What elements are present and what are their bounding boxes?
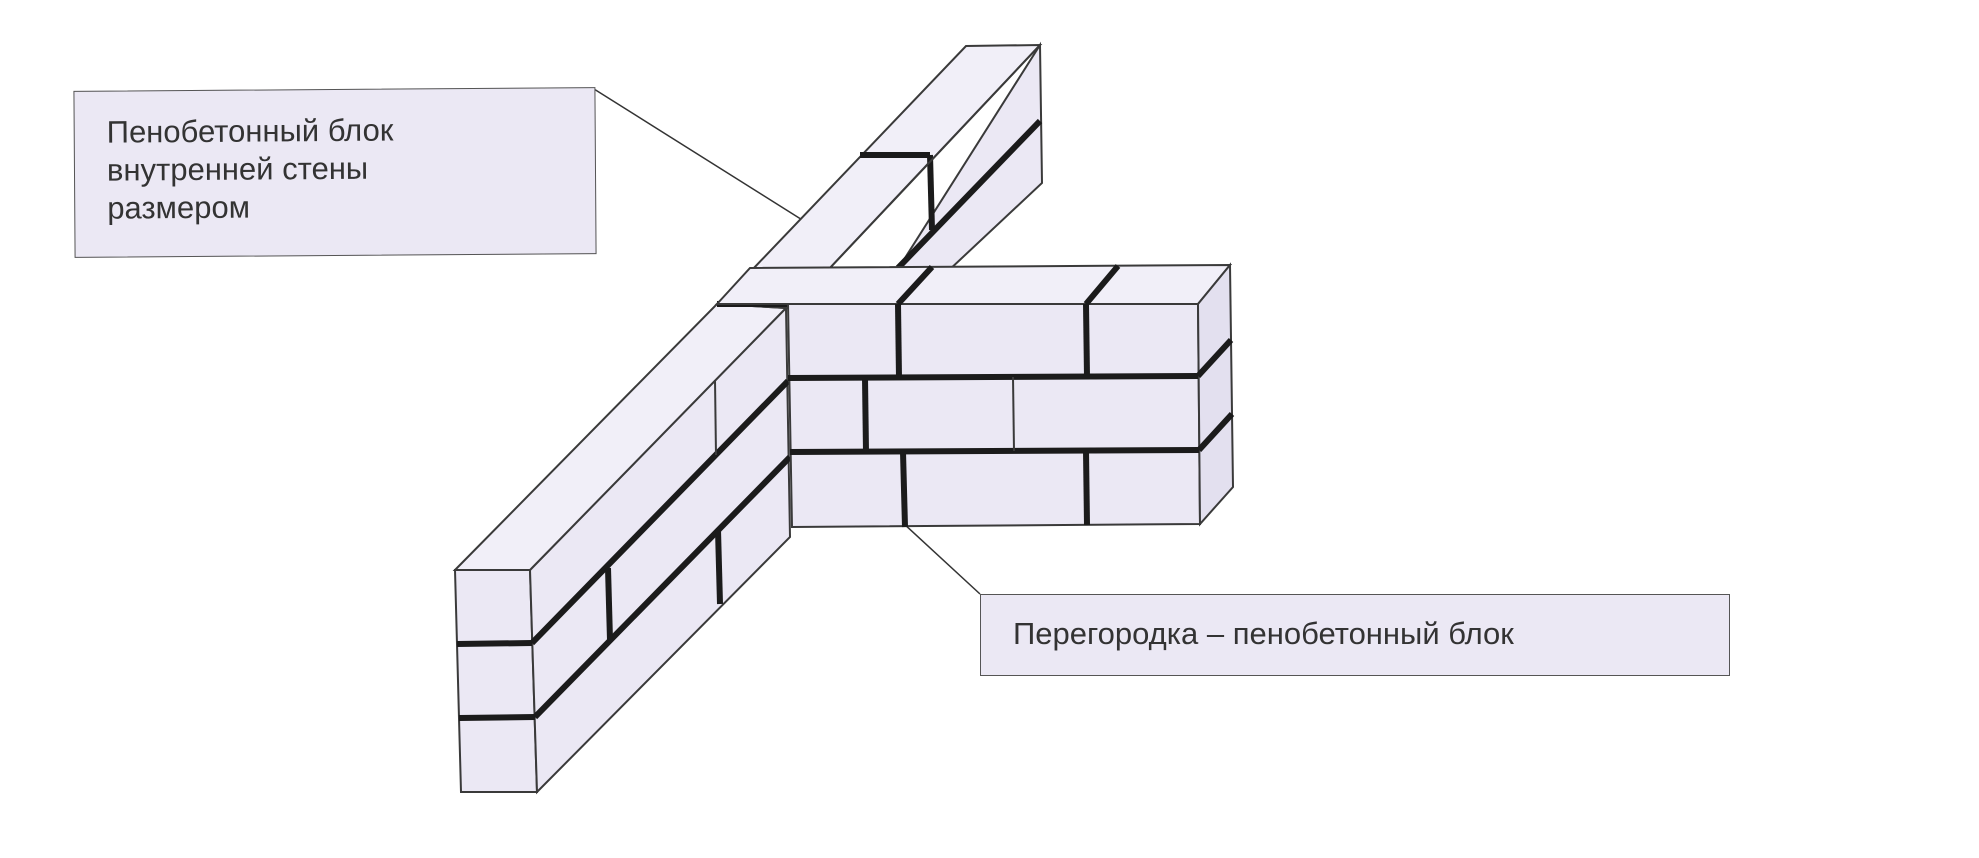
partition-vert-r2-2 (1012, 376, 1015, 452)
partition-block-callout-text: Перегородка – пенобетонный блок (1013, 616, 1514, 651)
wall-upper-edge-1 (827, 44, 1041, 271)
partition-wall (714, 262, 1235, 529)
partition-vert-r1-1 (895, 303, 902, 379)
wall-side-joint-2 (532, 454, 793, 720)
wall-block-callout-line-2: внутренней стены (106, 150, 369, 188)
wall-vert-joint-2 (715, 529, 723, 605)
partition-end-face (1196, 262, 1235, 527)
partition-vert-r3-1 (900, 451, 908, 528)
wall-block-callout-line-3: размером (107, 189, 251, 226)
partition-vert-r3-2 (1083, 450, 1090, 526)
partition-top-joint-2 (1083, 264, 1121, 306)
wall-vert-joint-3 (714, 379, 717, 456)
wall-block-callout: Пенобетонный блок внутренней стены разме… (73, 87, 597, 258)
wall-side-joint-1 (529, 378, 791, 646)
partition-top-face (714, 263, 1233, 305)
partition-vert-r2-1 (862, 377, 869, 453)
partition-top-joint-1 (895, 264, 935, 307)
partition-joint-1 (787, 373, 1199, 381)
wall-block-callout-line-1: Пенобетонный блок (106, 112, 394, 150)
partition-block-callout: Перегородка – пенобетонный блок (980, 594, 1730, 676)
wall-leader-line (593, 88, 824, 234)
partition-vert-r1-2 (1083, 303, 1090, 378)
wall-end-joint-1 (456, 640, 533, 647)
partition-end-joint-1 (1195, 337, 1234, 379)
partition-front-face (786, 303, 1202, 529)
partition-joint-2 (789, 447, 1200, 455)
wall-end-joint-2 (458, 714, 536, 721)
wall-upper-joint-3 (927, 154, 935, 231)
wall-end-face (453, 569, 539, 793)
wall-upper-joint-1 (895, 118, 1043, 271)
partition-end-joint-2 (1196, 411, 1235, 453)
wall-vert-joint-1 (605, 567, 613, 641)
